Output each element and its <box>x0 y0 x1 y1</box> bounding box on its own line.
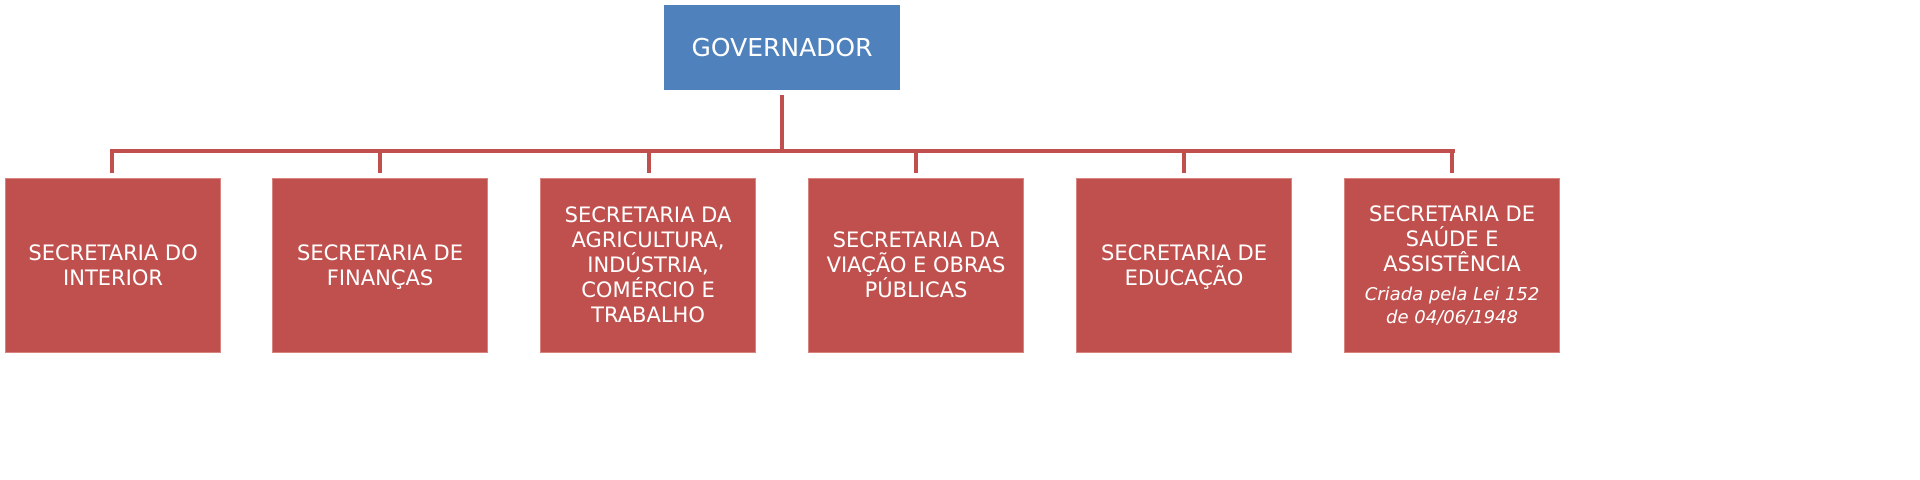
node-label: SECRETARIA DA AGRICULTURA, INDÚSTRIA, CO… <box>564 203 732 327</box>
node-label: SECRETARIA DO INTERIOR <box>28 240 198 290</box>
connector-root <box>780 95 784 153</box>
connector-drop <box>110 149 114 173</box>
connector-drop <box>914 149 918 173</box>
node-label: SECRETARIA DE FINANÇAS <box>297 240 463 290</box>
node-note: Criada pela Lei 152 de 04/06/1948 <box>1364 284 1540 328</box>
connector-drop <box>647 149 651 173</box>
node-governador: GOVERNADOR <box>664 5 900 90</box>
node-label: SECRETARIA DE SAÚDE E ASSISTÊNCIA <box>1369 202 1535 276</box>
node-secretaria-saude: SECRETARIA DE SAÚDE E ASSISTÊNCIA Criada … <box>1344 178 1560 353</box>
node-secretaria-interior: SECRETARIA DO INTERIOR <box>5 178 221 353</box>
connector-drop <box>1450 149 1454 173</box>
node-secretaria-agricultura: SECRETARIA DA AGRICULTURA, INDÚSTRIA, CO… <box>540 178 756 353</box>
node-label: SECRETARIA DE EDUCAÇÃO <box>1101 240 1267 290</box>
node-label: GOVERNADOR <box>691 33 873 62</box>
node-label: SECRETARIA DA VIAÇÃO E OBRAS PÚBLICAS <box>826 228 1006 302</box>
connector-horizontal <box>110 149 1455 153</box>
connector-drop <box>378 149 382 173</box>
node-secretaria-financas: SECRETARIA DE FINANÇAS <box>272 178 488 353</box>
node-secretaria-viacao: SECRETARIA DA VIAÇÃO E OBRAS PÚBLICAS <box>808 178 1024 353</box>
node-secretaria-educacao: SECRETARIA DE EDUCAÇÃO <box>1076 178 1292 353</box>
connector-drop <box>1182 149 1186 173</box>
